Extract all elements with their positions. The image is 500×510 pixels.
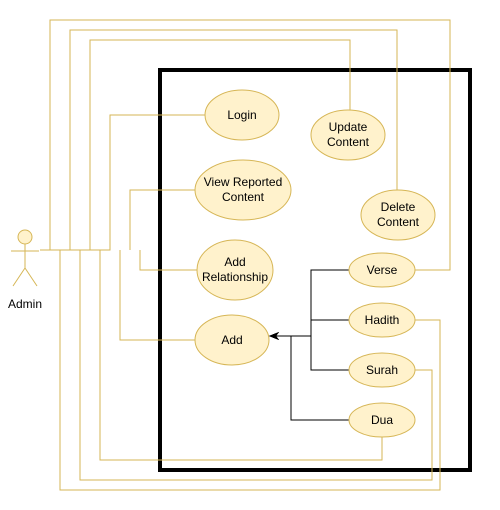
use-case-label: Hadith	[365, 313, 400, 327]
actor-admin[interactable]: Admin	[8, 229, 42, 311]
use-case-dua[interactable]: Dua	[348, 402, 416, 438]
use-case-label: Update	[329, 120, 368, 134]
actor-right-leg	[24, 267, 38, 287]
connector-login	[40, 114, 205, 251]
connector-add-relationship	[139, 250, 197, 271]
use-case-label: Content	[222, 190, 265, 204]
use-case-label: Verse	[367, 263, 398, 277]
use-case-label: Surah	[366, 363, 398, 377]
connector-update-content	[89, 39, 351, 250]
use-case-label: Delete	[381, 200, 416, 214]
generalization-dua	[269, 332, 350, 421]
connector-view-reported	[129, 189, 195, 250]
use-case-add-relationship[interactable]: Add Relationship	[196, 239, 274, 301]
actor-connectors	[40, 19, 451, 491]
connector-surah	[79, 250, 433, 481]
connector-dua	[99, 250, 383, 461]
generalization-hadith	[269, 319, 350, 340]
use-case-label: Add	[224, 255, 245, 269]
use-case-login[interactable]: Login	[204, 89, 280, 141]
connector-add	[119, 250, 195, 341]
connector-delete-content	[69, 29, 398, 250]
use-case-label: View Reported	[204, 175, 283, 189]
use-case-delete-content[interactable]: Delete Content	[360, 189, 436, 241]
use-case-label: Dua	[371, 413, 393, 427]
use-case-surah[interactable]: Surah	[348, 352, 416, 388]
actor-head	[17, 229, 33, 245]
use-case-label: Content	[327, 135, 370, 149]
use-case-label: Add	[221, 333, 242, 347]
connector-verse	[49, 19, 451, 271]
actor-left-leg	[12, 267, 26, 287]
use-case-verse[interactable]: Verse	[348, 252, 416, 288]
connector-hadith	[59, 250, 441, 491]
use-case-label: Login	[227, 108, 256, 122]
use-case-add[interactable]: Add	[194, 314, 270, 366]
use-case-hadith[interactable]: Hadith	[348, 302, 416, 338]
actor-name: Admin	[8, 297, 42, 311]
generalization-verse	[269, 269, 350, 340]
use-case-label: Relationship	[202, 270, 268, 284]
generalization-lines	[269, 269, 350, 421]
generalization-surah	[269, 332, 350, 371]
use-case-label: Content	[377, 215, 420, 229]
use-case-update-content[interactable]: Update Content	[310, 109, 386, 161]
use-case-view-reported-content[interactable]: View Reported Content	[194, 159, 292, 221]
